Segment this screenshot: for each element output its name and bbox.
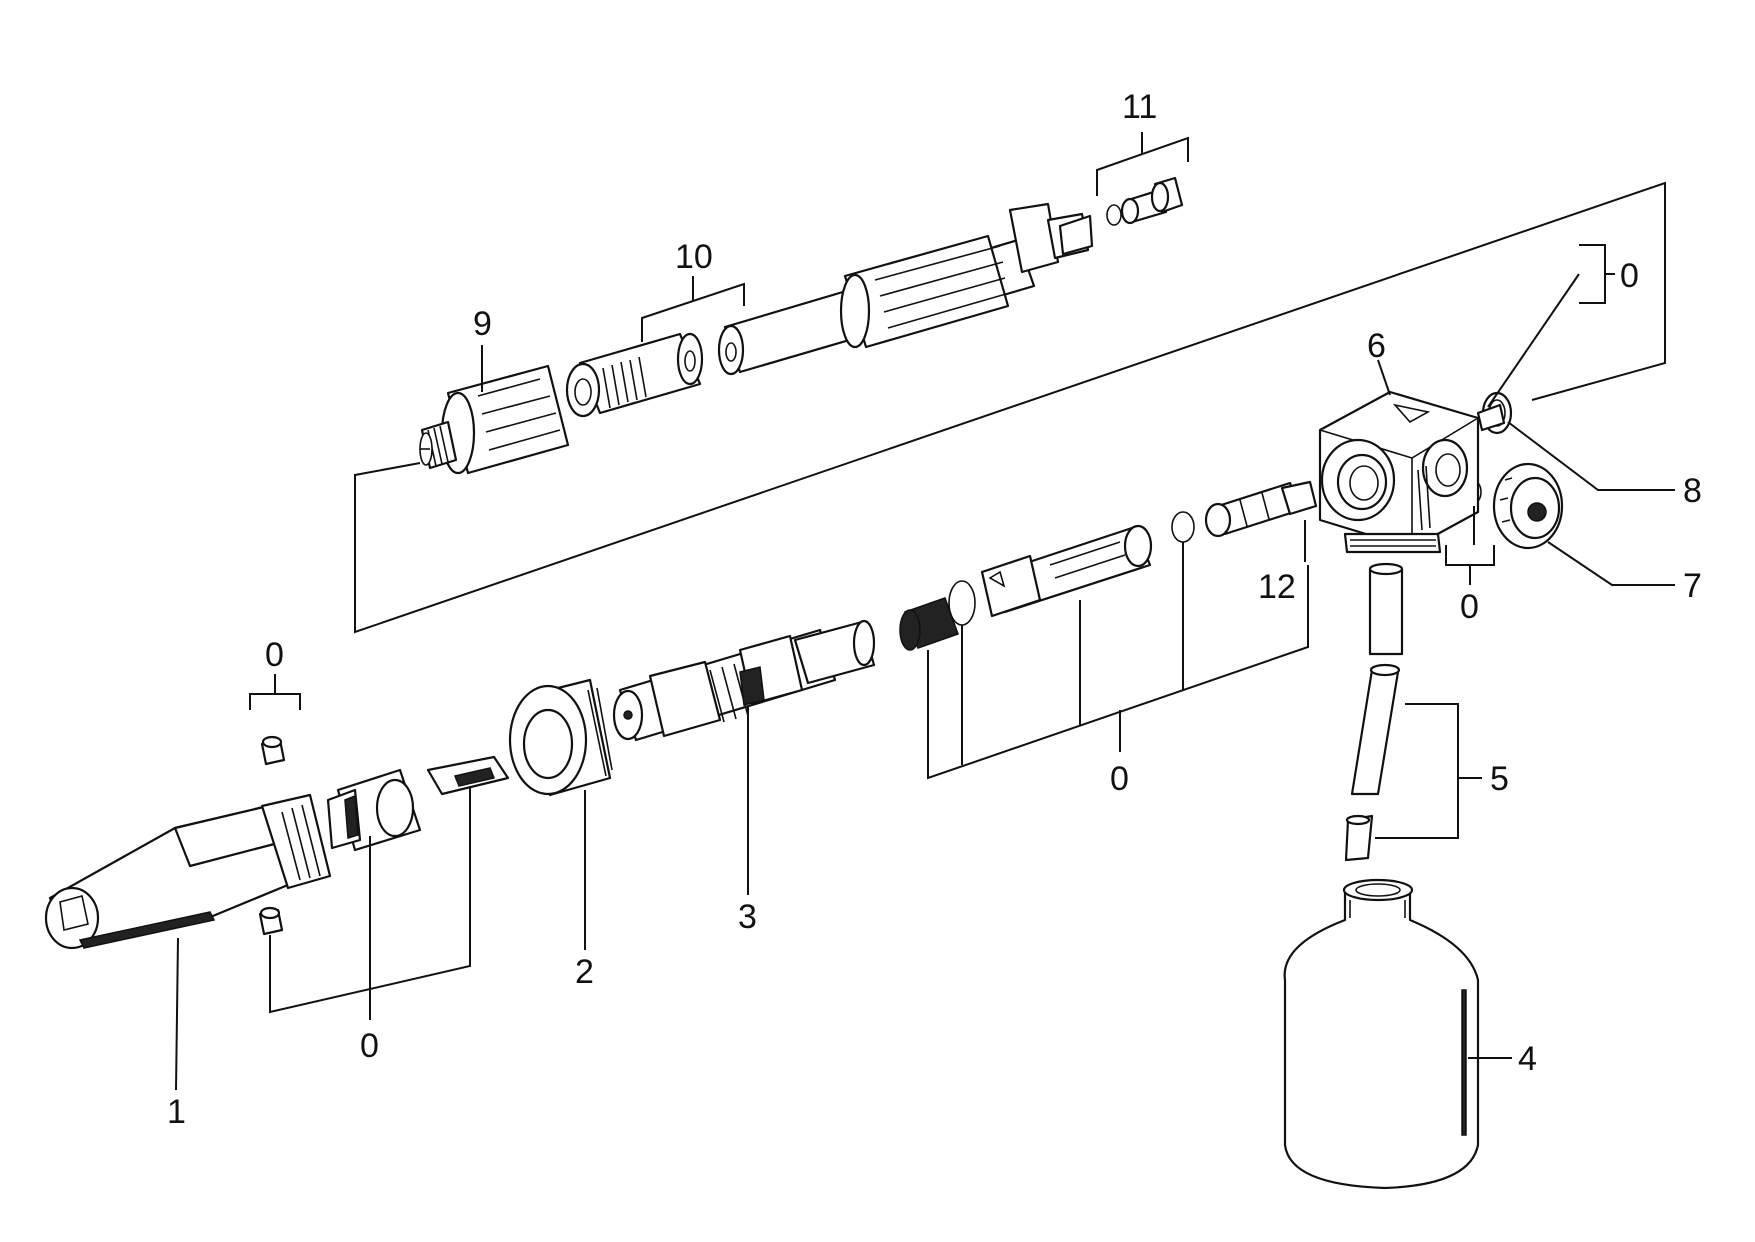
label-part-7: 7 <box>1683 567 1702 605</box>
nozzle-holder <box>326 768 422 852</box>
nozzle-tip <box>426 755 510 796</box>
part-11-plug <box>1106 176 1184 226</box>
part-12-valve-insert <box>1204 480 1318 538</box>
part-5-suction-tube <box>1344 562 1404 862</box>
cap-screw-top <box>260 735 286 766</box>
label-part-10: 10 <box>675 238 713 276</box>
label-part-11: 11 <box>1122 88 1157 126</box>
part-1-nozzle-cap <box>44 793 332 950</box>
body-o-ring <box>1171 511 1195 543</box>
leader-lines <box>175 132 1675 1091</box>
valve-cartridge <box>980 524 1153 618</box>
label-part-2: 2 <box>575 953 594 991</box>
label-kit-top-right: 0 <box>1620 257 1639 295</box>
label-part-4: 4 <box>1518 1040 1537 1078</box>
upper-assembly-bracket <box>354 181 1666 634</box>
label-kit-body-seal: 0 <box>1110 760 1129 798</box>
label-part-8: 8 <box>1683 472 1702 510</box>
part-9-knurled-nut <box>419 364 570 475</box>
label-kit-nozzle: 0 <box>360 1027 379 1065</box>
label-kit-cap-screw: 0 <box>265 636 284 674</box>
part-10-threaded-tube <box>565 332 704 418</box>
label-part-5: 5 <box>1490 760 1509 798</box>
filter-sieve <box>899 597 959 651</box>
label-part-1: 1 <box>167 1093 186 1131</box>
part-4-bottle <box>1283 878 1480 1190</box>
part-6-valve-body <box>1318 390 1480 554</box>
label-part-12: 12 <box>1258 568 1296 606</box>
label-part-6: 6 <box>1367 327 1386 365</box>
label-part-3: 3 <box>738 898 757 936</box>
part-3-shaft <box>612 619 876 742</box>
part-2-nut <box>508 678 613 797</box>
label-part-9: 9 <box>473 305 492 343</box>
cap-screw-bottom <box>258 906 284 936</box>
part-7-cap <box>1492 462 1564 550</box>
label-kit-valve: 0 <box>1460 588 1479 626</box>
part-10-extension-tube <box>717 202 1094 376</box>
